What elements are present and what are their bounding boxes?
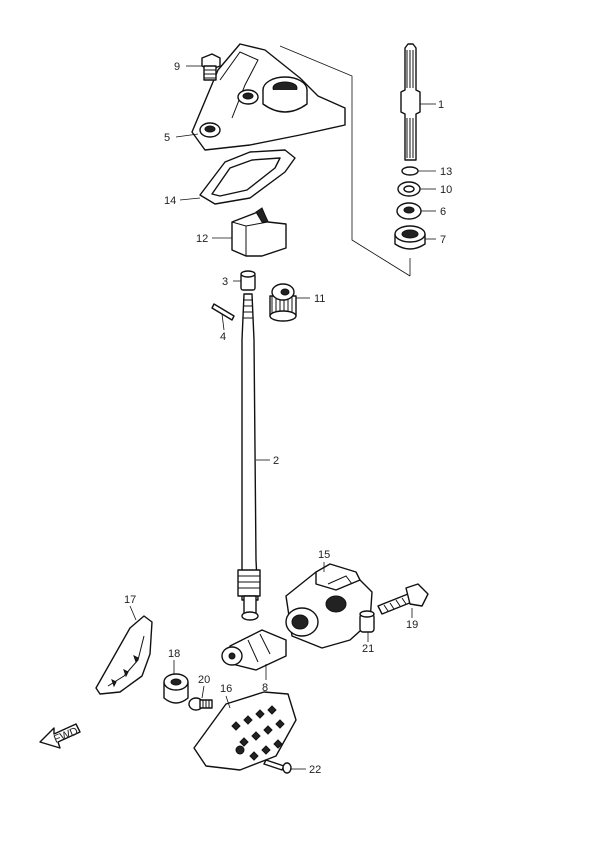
forward-arrow-icon: FWD bbox=[39, 723, 81, 749]
cam-housing-part-15 bbox=[285, 563, 373, 649]
fwd-label: FWD bbox=[52, 725, 80, 746]
callout-4: 4 bbox=[220, 331, 226, 343]
screw-part-22 bbox=[263, 759, 292, 774]
upper-housing-part-5 bbox=[191, 43, 346, 151]
washer-part-10 bbox=[397, 181, 421, 197]
callout-1: 1 bbox=[438, 99, 444, 111]
screw-part-20 bbox=[188, 697, 213, 711]
callout-11: 11 bbox=[314, 293, 325, 305]
callout-16: 16 bbox=[220, 683, 232, 695]
callout-3: 3 bbox=[222, 276, 228, 288]
bushing-part-3 bbox=[240, 270, 256, 291]
callout-21: 21 bbox=[362, 643, 374, 655]
o-ring-part-13 bbox=[401, 166, 419, 176]
callout-7: 7 bbox=[440, 234, 446, 246]
shift-rod-part-2 bbox=[237, 293, 261, 621]
spacer-part-18 bbox=[163, 673, 189, 704]
pin-part-4 bbox=[211, 303, 235, 321]
clevis-part-8 bbox=[221, 629, 287, 671]
callout-2: 2 bbox=[273, 455, 279, 467]
bolt-part-19 bbox=[377, 583, 429, 615]
bolt-part-9 bbox=[201, 53, 221, 81]
callout-17: 17 bbox=[124, 594, 136, 606]
cover-part-17 bbox=[95, 615, 153, 695]
collar-part-21 bbox=[359, 610, 375, 633]
splined-shaft-part-1 bbox=[279, 43, 421, 277]
gasket-part-14 bbox=[199, 149, 296, 205]
callout-15: 15 bbox=[318, 549, 330, 561]
callout-19: 19 bbox=[406, 619, 418, 631]
callout-12: 12 bbox=[196, 233, 208, 245]
cam-block-part-12 bbox=[231, 207, 287, 257]
callout-6: 6 bbox=[440, 206, 446, 218]
callout-14: 14 bbox=[164, 195, 176, 207]
seal-part-7 bbox=[394, 225, 426, 250]
gear-part-11 bbox=[269, 283, 297, 322]
callout-18: 18 bbox=[168, 648, 180, 660]
callout-10: 10 bbox=[440, 184, 452, 196]
callout-5: 5 bbox=[164, 132, 170, 144]
callout-22: 22 bbox=[309, 764, 321, 776]
callout-labels: 1 2 3 4 5 6 7 8 9 10 11 12 13 14 15 16 1… bbox=[124, 61, 452, 776]
callout-20: 20 bbox=[198, 674, 210, 686]
cover-plate-part-16 bbox=[193, 691, 297, 771]
callout-13: 13 bbox=[440, 166, 452, 178]
callout-9: 9 bbox=[174, 61, 180, 73]
callout-8: 8 bbox=[262, 682, 268, 694]
washer-part-6 bbox=[396, 202, 422, 220]
leader-lines bbox=[129, 65, 436, 770]
